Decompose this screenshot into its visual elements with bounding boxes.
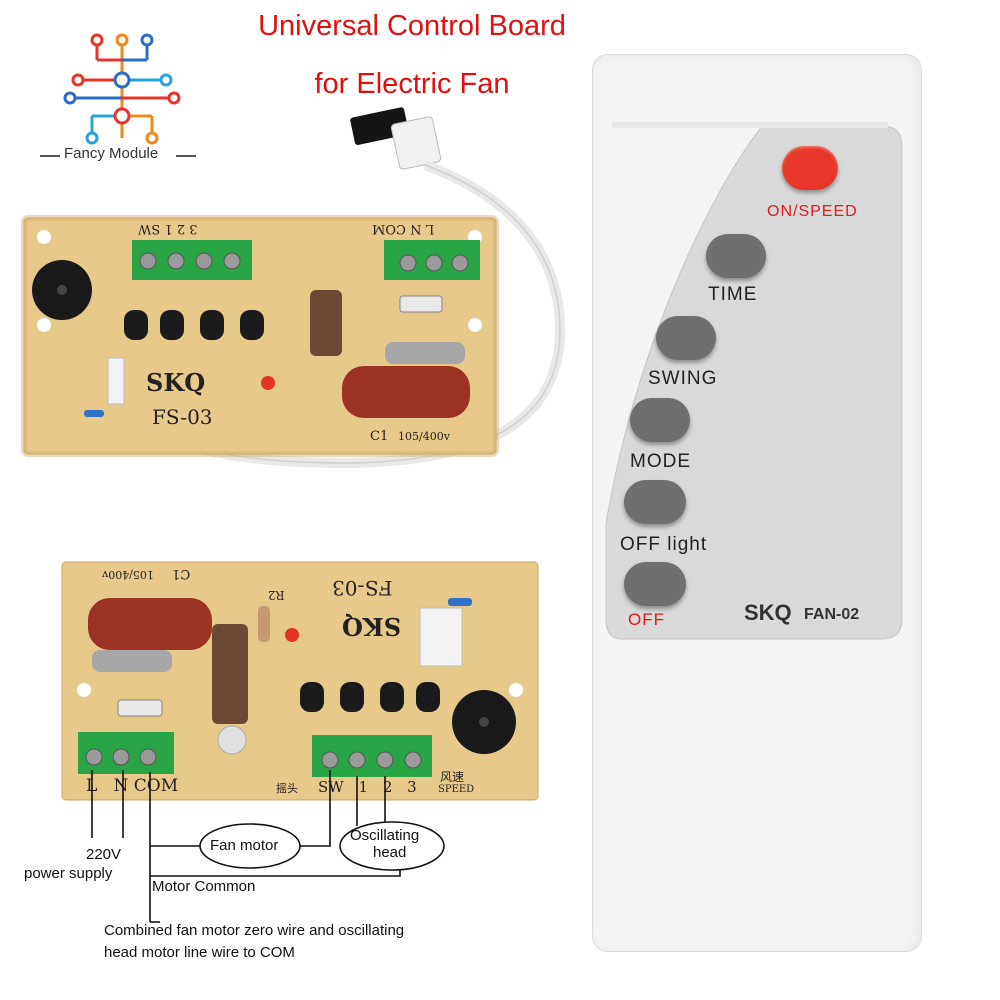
control-board-bottom xyxy=(61,561,539,801)
remote-model: FAN-02 xyxy=(804,606,860,623)
swing-button[interactable] xyxy=(656,316,716,360)
top-board-cap-label: C1 xyxy=(370,429,389,444)
top-label-l: L xyxy=(425,221,435,236)
top-board-brand: SKQ xyxy=(146,368,206,397)
wiring-note-line-1: Combined fan motor zero wire and oscilla… xyxy=(104,922,405,939)
bottom-board-resistor-label: R2 xyxy=(268,588,285,602)
on-speed-label: ON/SPEED xyxy=(767,203,858,220)
motor-common-label: Motor Common xyxy=(152,878,256,895)
top-label-2: 2 xyxy=(176,221,186,236)
bottom-swing-cn: 摇头 xyxy=(276,782,298,795)
remote-brand: SKQ xyxy=(744,600,792,625)
logo-divider-right xyxy=(176,155,196,157)
bottom-label-1: 1 xyxy=(358,778,369,796)
wiring-note-line-2: head motor line wire to COM xyxy=(104,944,295,961)
off-light-button[interactable] xyxy=(624,480,686,524)
top-board-terminal-right-labels: L N COM xyxy=(372,221,434,236)
top-board-terminal-left-labels: 3 2 1 SW xyxy=(138,221,198,236)
bottom-board-cap-label: C1 xyxy=(172,566,191,581)
top-label-sw: SW xyxy=(138,221,161,236)
bottom-label-sw: SW xyxy=(318,778,344,796)
logo-divider-left xyxy=(40,155,60,157)
title-line-2: for Electric Fan xyxy=(314,68,510,100)
bottom-speed-en: SPEED xyxy=(438,784,475,795)
bottom-board-brand: SKQ xyxy=(342,612,402,641)
off-button[interactable] xyxy=(624,562,686,606)
top-label-3: 3 xyxy=(189,221,198,236)
bottom-board-model: FS-03 xyxy=(332,576,393,600)
bottom-board-cap-rating: 105/400v xyxy=(102,568,154,581)
bottom-speed-cn: 风速 xyxy=(440,770,465,784)
power-supply-label: power supply xyxy=(24,865,113,882)
top-label-com: COM xyxy=(372,221,406,236)
title-line-1: Universal Control Board xyxy=(258,10,566,42)
fan-motor-label: Fan motor xyxy=(210,837,279,854)
wiring-diagram xyxy=(91,770,445,923)
top-label-n: N xyxy=(410,221,422,236)
bottom-label-com: COM xyxy=(133,776,179,796)
bottom-control-terminal-labels: SW 1 2 3 xyxy=(318,778,417,796)
logo-text: Fancy Module xyxy=(64,145,159,162)
control-board-top xyxy=(21,107,566,468)
off-label: OFF xyxy=(628,610,665,629)
top-board-model: FS-03 xyxy=(152,405,213,429)
bottom-label-n: N xyxy=(113,776,129,796)
on-speed-button[interactable] xyxy=(782,146,838,190)
top-label-1: 1 xyxy=(164,221,173,236)
time-label: TIME xyxy=(708,284,758,305)
oscillating-head-label-1: Oscillating xyxy=(350,827,420,844)
power-voltage-label: 220V xyxy=(86,846,122,863)
circuit-tree-icon xyxy=(63,33,181,145)
bottom-label-3: 3 xyxy=(407,778,417,796)
time-button[interactable] xyxy=(706,234,766,278)
top-board-cap-rating: 105/400v xyxy=(398,430,450,443)
bottom-label-2: 2 xyxy=(382,778,393,796)
off-light-label: OFF light xyxy=(620,534,708,555)
mode-button[interactable] xyxy=(630,398,690,442)
oscillating-head-label-2: head xyxy=(373,844,407,861)
mode-label: MODE xyxy=(630,451,691,472)
swing-label: SWING xyxy=(648,368,718,389)
